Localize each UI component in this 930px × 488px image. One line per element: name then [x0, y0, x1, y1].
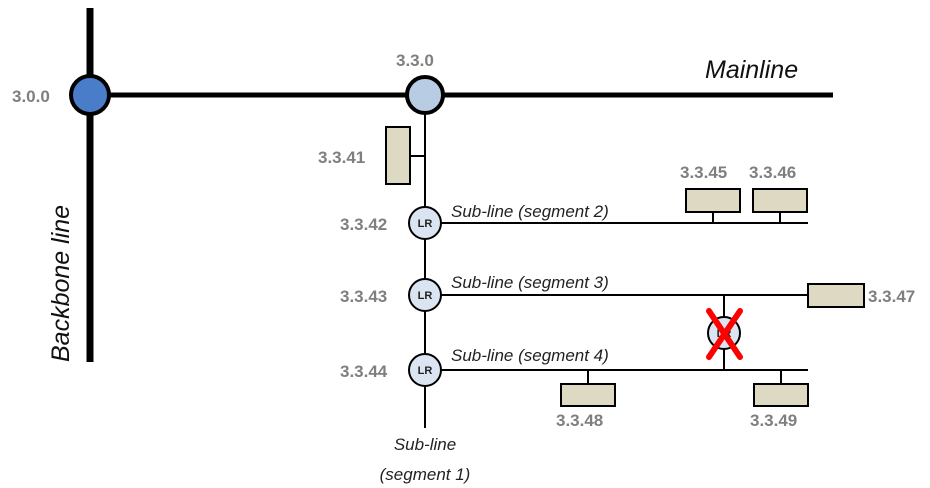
- area-coupler-address: 3.0.0: [12, 87, 50, 106]
- device-3349: [753, 383, 809, 407]
- address-3344: 3.3.44: [340, 362, 388, 381]
- address-3349: 3.3.49: [750, 411, 797, 430]
- address-3345: 3.3.45: [680, 163, 727, 182]
- sub-line-segment-3-label: Sub-line (segment 3): [451, 273, 609, 292]
- line-repeater-3343: [408, 278, 442, 312]
- area-coupler: [69, 74, 111, 116]
- address-3348: 3.3.48: [556, 411, 603, 430]
- sub-line-segment-1-label-line2: (segment 1): [380, 465, 471, 484]
- lr-label-3342: LR: [418, 218, 433, 230]
- address-3341: 3.3.41: [318, 148, 365, 167]
- device-3347: [807, 283, 865, 308]
- cross-icon: [706, 308, 743, 360]
- lr-label-3344: LR: [418, 365, 433, 377]
- line-repeater-3344: [408, 353, 442, 387]
- device-3345: [685, 188, 741, 213]
- device-3346: [752, 188, 808, 213]
- mainline-label: Mainline: [705, 56, 798, 84]
- sub-line-segment-1-label-line1: Sub-line: [394, 435, 456, 454]
- address-3346: 3.3.46: [749, 163, 796, 182]
- line-coupler-address: 3.3.0: [396, 51, 434, 70]
- address-3343: 3.3.43: [340, 287, 387, 306]
- sub-line-segment-2-label: Sub-line (segment 2): [451, 202, 609, 221]
- line-coupler: [405, 75, 445, 115]
- device-3341: [385, 126, 411, 185]
- lr-label-3343: LR: [418, 290, 433, 302]
- address-3342: 3.3.42: [340, 215, 387, 234]
- sub-line-segment-4-label: Sub-line (segment 4): [451, 346, 609, 365]
- address-3347: 3.3.47: [868, 287, 915, 306]
- device-3348: [560, 383, 616, 407]
- backbone-label: Backbone line: [47, 205, 75, 362]
- line-repeater-3342: [408, 206, 442, 240]
